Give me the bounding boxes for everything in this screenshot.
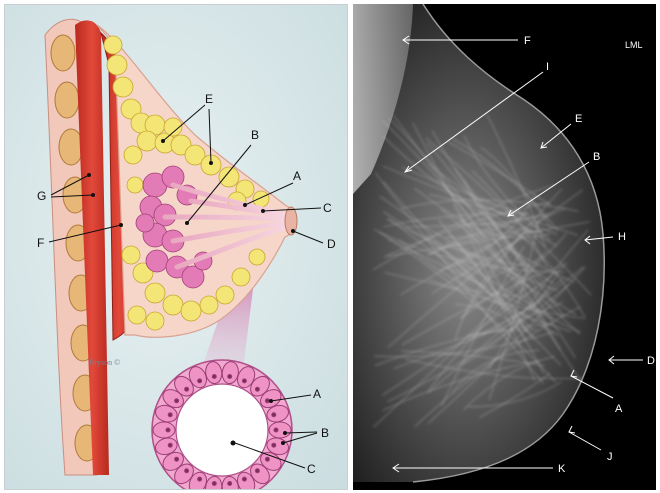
inset-label-c: C (307, 462, 316, 476)
cell-nucleus (212, 375, 216, 379)
cell-nucleus (242, 379, 246, 383)
cell-nucleus (166, 428, 170, 432)
cell-nucleus (175, 399, 179, 403)
mammo-label-a: A (615, 403, 623, 415)
mammo-label-b: B (593, 151, 600, 163)
cell-nucleus (228, 482, 232, 486)
cell-nucleus (212, 482, 216, 486)
mammo-label-i: I (546, 61, 549, 73)
cell-nucleus (228, 375, 232, 379)
cell-nucleus (272, 443, 276, 447)
illustration-credit: Bryson © (89, 358, 120, 367)
inset-label-a: A (313, 387, 321, 401)
cell-nucleus (175, 457, 179, 461)
cell-nucleus (255, 469, 259, 473)
label-d: D (327, 237, 336, 251)
lobule-cross-section (152, 360, 292, 490)
cell-nucleus (198, 379, 202, 383)
mammogram-panel: LML F I E B H D A J K (353, 4, 656, 490)
inset-label-b: B (321, 426, 329, 440)
epithelial-cell (269, 422, 291, 438)
cell-nucleus (242, 477, 246, 481)
cell-nucleus (265, 399, 269, 403)
cell-nucleus (272, 413, 276, 417)
cell-nucleus (168, 413, 172, 417)
anatomy-illustration-panel: Bryson © E B A C D G F (4, 4, 348, 490)
mammo-label-d: D (647, 355, 655, 367)
mammo-label-f: F (524, 35, 531, 47)
mammogram-image: LML F I E B H D A J K (353, 4, 656, 490)
view-marker: LML (625, 40, 643, 50)
cell-nucleus (274, 428, 278, 432)
label-b: B (251, 128, 259, 142)
cell-nucleus (168, 443, 172, 447)
mammo-label-j: J (607, 451, 613, 463)
cell-nucleus (265, 457, 269, 461)
mammo-label-h: H (618, 231, 626, 243)
label-c: C (323, 201, 332, 215)
label-g: G (37, 189, 46, 203)
mammo-label-e: E (575, 113, 582, 125)
label-f: F (37, 236, 44, 250)
anatomy-illustration: Bryson © E B A C D G F (5, 5, 348, 490)
mammo-label-k: K (558, 463, 566, 475)
cell-nucleus (185, 469, 189, 473)
label-a: A (293, 169, 301, 183)
cell-nucleus (198, 477, 202, 481)
cell-nucleus (255, 387, 259, 391)
nipple (285, 207, 297, 235)
label-e: E (205, 92, 213, 106)
epithelial-cell (153, 422, 175, 438)
cell-nucleus (185, 387, 189, 391)
